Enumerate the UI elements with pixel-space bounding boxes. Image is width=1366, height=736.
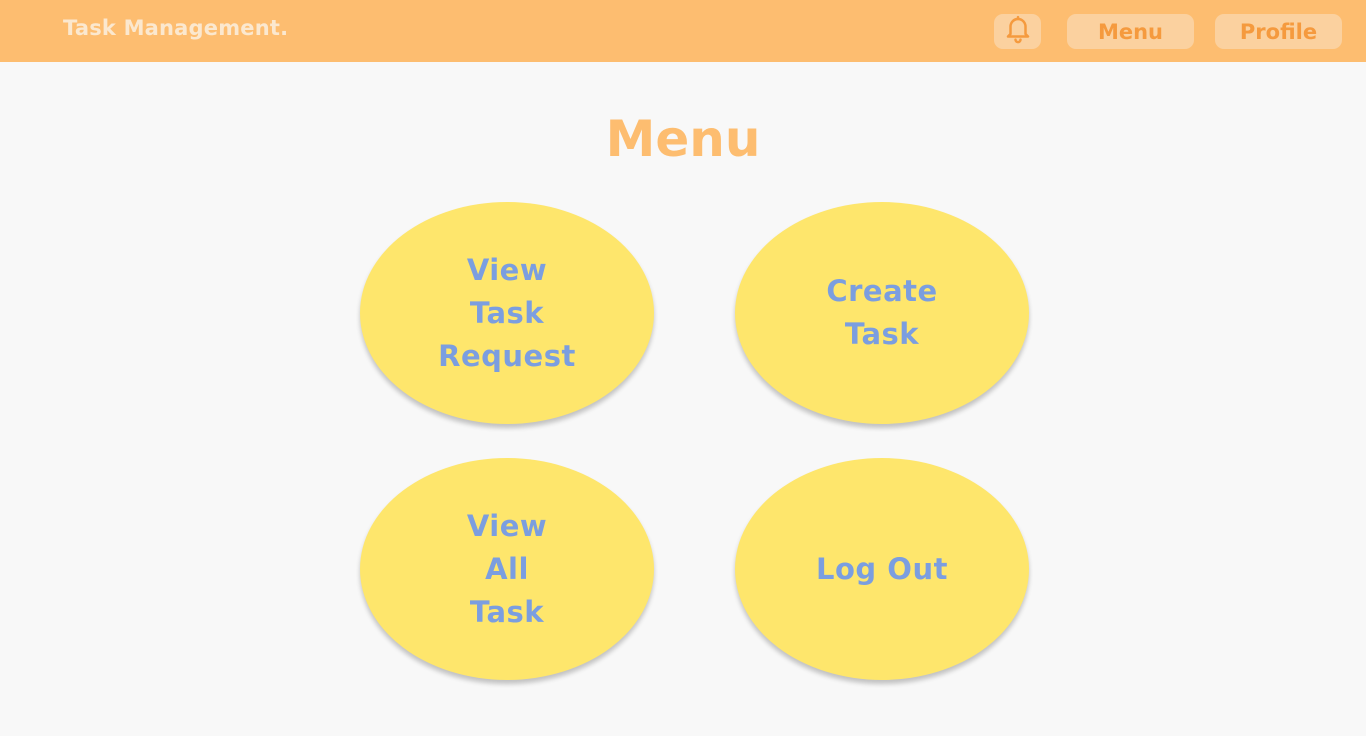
page-title: Menu — [605, 110, 761, 168]
profile-nav-button[interactable]: Profile — [1215, 14, 1342, 49]
brand-title[interactable]: Task Management. — [63, 16, 289, 40]
view-all-task-label: View All Task — [466, 508, 548, 629]
view-all-task-button[interactable]: View All Task — [360, 458, 654, 680]
view-task-request-label: View Task Request — [438, 252, 576, 373]
create-task-button[interactable]: Create Task — [735, 202, 1029, 424]
view-task-request-button[interactable]: View Task Request — [360, 202, 654, 424]
log-out-label: Log Out — [816, 551, 948, 586]
bell-icon — [1003, 14, 1033, 49]
create-task-label: Create Task — [826, 274, 938, 351]
top-navbar: Task Management. Menu Profile — [0, 0, 1366, 62]
log-out-button[interactable]: Log Out — [735, 458, 1029, 680]
menu-nav-button[interactable]: Menu — [1067, 14, 1194, 49]
notification-button[interactable] — [994, 14, 1041, 49]
